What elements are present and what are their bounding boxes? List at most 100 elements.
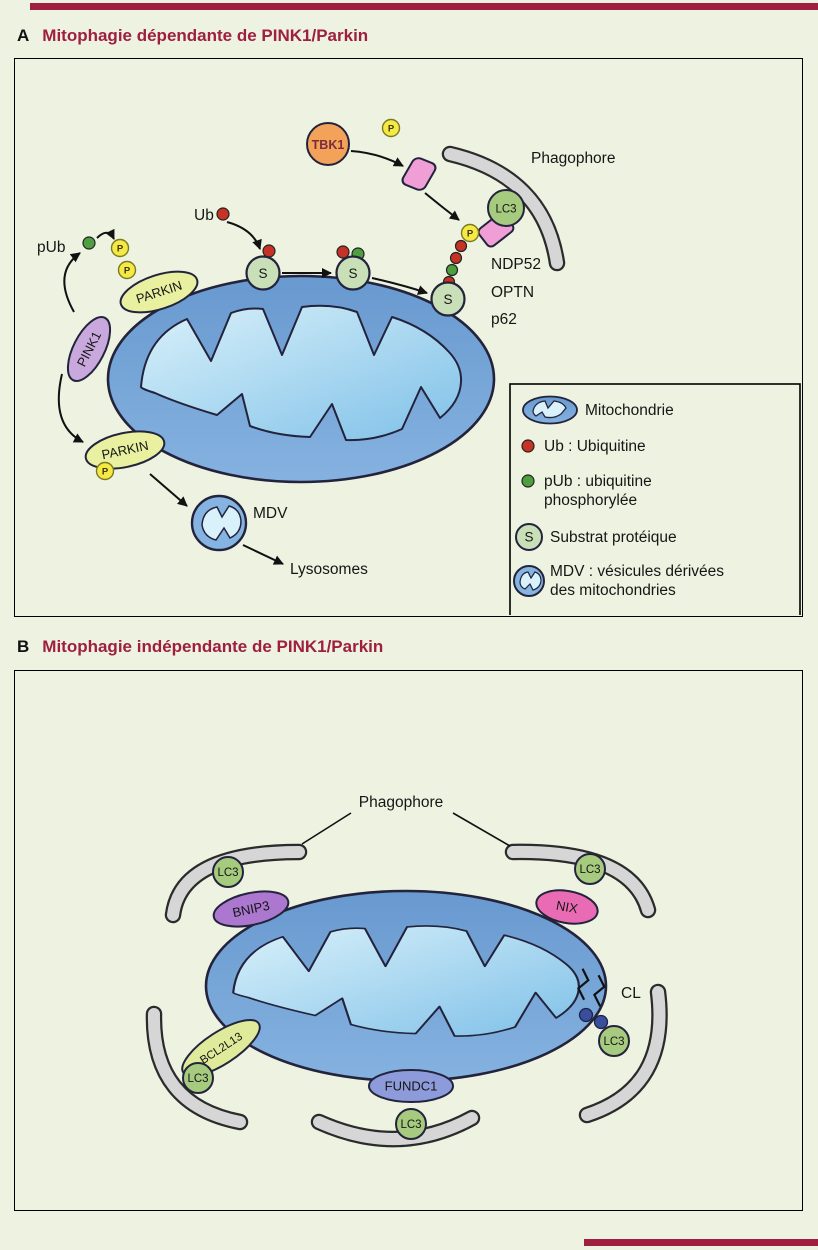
legend-mdv-label-line1: MDV : vésicules dérivées [550, 563, 724, 580]
phagophore-label: Phagophore [531, 150, 615, 167]
panel-b-letter: B [17, 637, 30, 656]
phosphate-badge [95, 461, 115, 481]
receptor-ribbon-free [401, 157, 437, 191]
cl-head-dot [578, 1007, 594, 1023]
legend-box [509, 383, 801, 615]
mitochondrion [106, 274, 496, 484]
parkin-shape [119, 270, 199, 314]
mdv-text-label: MDV [253, 505, 288, 522]
ub-dot [336, 245, 350, 259]
ub-dot [262, 244, 276, 258]
legend-mitochondrion-cristae [532, 400, 567, 419]
arrow-ub-to-substrate [226, 221, 262, 250]
legend-pub-label-line2: phosphorylée [544, 492, 637, 509]
phosphate-label: P [102, 467, 109, 478]
lc3-protein [487, 189, 525, 227]
top-accent-bar [30, 3, 818, 10]
pub-text-label: pUb [37, 239, 65, 256]
cardiolipin-zigzag [593, 974, 606, 1007]
legend-mdv-label-line2: des mitochondries [550, 582, 676, 599]
parkin-shape [84, 430, 166, 470]
legend-substrate-icon [515, 523, 543, 551]
pub-dot [445, 263, 459, 277]
arrow-pub-to-p [96, 228, 115, 240]
substrate-2 [335, 255, 371, 291]
p62-label: p62 [491, 311, 517, 328]
tbk1-label: TBK1 [312, 138, 345, 152]
arrow-s2-to-s3 [371, 277, 428, 295]
phosphate-label: P [117, 244, 124, 255]
legend-pub-label-line1: pUb : ubiquitine [544, 473, 652, 490]
panel-b-canvas: Phagophore LC3 BNIP3 LC3 NIX [145, 794, 668, 1148]
pub-dot [82, 236, 96, 250]
phosphate-label: P [467, 229, 474, 240]
parkin-upper: PARKIN [119, 270, 199, 314]
phagophore-leader-left [301, 812, 352, 845]
phosphate-badge [460, 223, 480, 243]
phosphate-badge [117, 260, 137, 280]
panel-a-letter: A [17, 26, 30, 45]
arrow-pink1-to-pub [63, 252, 81, 313]
nix: NIX [535, 889, 599, 925]
panel-a-canvas: TBK1 P LC3 P [37, 118, 801, 615]
panel-b-diagram-box: Phagophore LC3 BNIP3 LC3 NIX [14, 670, 803, 1211]
mdv-vesicle-cristae [201, 505, 242, 541]
ub-dot [216, 207, 230, 221]
lc3-label: LC3 [495, 204, 516, 216]
legend-ub-label: Ub : Ubiquitine [544, 438, 646, 455]
panel-b-title: Mitophagie indépendante de PINK1/Parkin [42, 637, 384, 656]
fundc1: FUNDC1 [368, 1069, 454, 1103]
parkin-lower: PARKIN [84, 430, 166, 470]
legend-mitochondrie-label: Mitochondrie [585, 402, 674, 419]
legend: Mitochondrie Ub : Ubiquitine pUb : ubiqu… [509, 383, 801, 615]
cardiolipin-chains [577, 968, 606, 1007]
phagophore-crescent [147, 1008, 246, 1128]
legend-substrate-s: S [524, 530, 533, 545]
arrow-mdv-to-lysosomes [242, 544, 284, 565]
substrate-label: S [258, 266, 267, 281]
phosphate-badge [110, 238, 130, 258]
fundc1-shape [368, 1069, 454, 1103]
phagophore-crescent [507, 845, 654, 916]
tbk1-kinase [306, 122, 350, 166]
legend-mdv-cristae [519, 571, 542, 591]
phagophore-membrane [441, 145, 566, 272]
substrate-label: S [443, 292, 452, 307]
pink1: PINK1 [66, 316, 112, 382]
legend-ub-dot [521, 439, 535, 453]
nix-label: NIX [555, 898, 579, 917]
panel-a-header: A Mitophagie dépendante de PINK1/Parkin [17, 26, 368, 46]
phosphate-label: P [388, 124, 395, 135]
lc3-label: LC3 [217, 867, 238, 879]
panel-a-diagram-box: TBK1 P LC3 P [14, 58, 803, 617]
phagophore-leader-right [452, 812, 511, 847]
phosphate-badge [381, 118, 401, 138]
fundc1-label: FUNDC1 [385, 1079, 438, 1094]
legend-substrate-label: Substrat protéique [550, 529, 677, 546]
pink1-shape [66, 316, 112, 382]
bnip3-shape [212, 890, 290, 928]
lc3-label: LC3 [187, 1073, 208, 1085]
arrow-parkin-to-mdv [149, 473, 188, 507]
lc3-label: LC3 [603, 1036, 624, 1048]
phagophore-crescent [167, 846, 305, 921]
arrow-tbk1-to-receptor [350, 150, 404, 167]
phosphate-label: P [124, 266, 131, 277]
bnip3: BNIP3 [212, 890, 290, 928]
receptor-ribbon-shape [401, 157, 437, 191]
cl-label: CL [621, 985, 641, 1002]
lc3-protein [182, 1062, 214, 1094]
phagophore-crescent [581, 986, 666, 1121]
phagophore-crescents [145, 843, 668, 1148]
phagophore-membrane-fill [444, 148, 563, 269]
reaction-arrows [57, 150, 460, 565]
lc3-protein [598, 1025, 630, 1057]
nix-shape [535, 889, 599, 925]
lc3-label: LC3 [400, 1119, 421, 1131]
phagophore-label: Phagophore [359, 794, 443, 811]
substrate-1 [245, 255, 281, 291]
lc3-protein [395, 1108, 427, 1140]
ndp52-label: NDP52 [491, 256, 541, 273]
substrate-3 [430, 281, 466, 317]
